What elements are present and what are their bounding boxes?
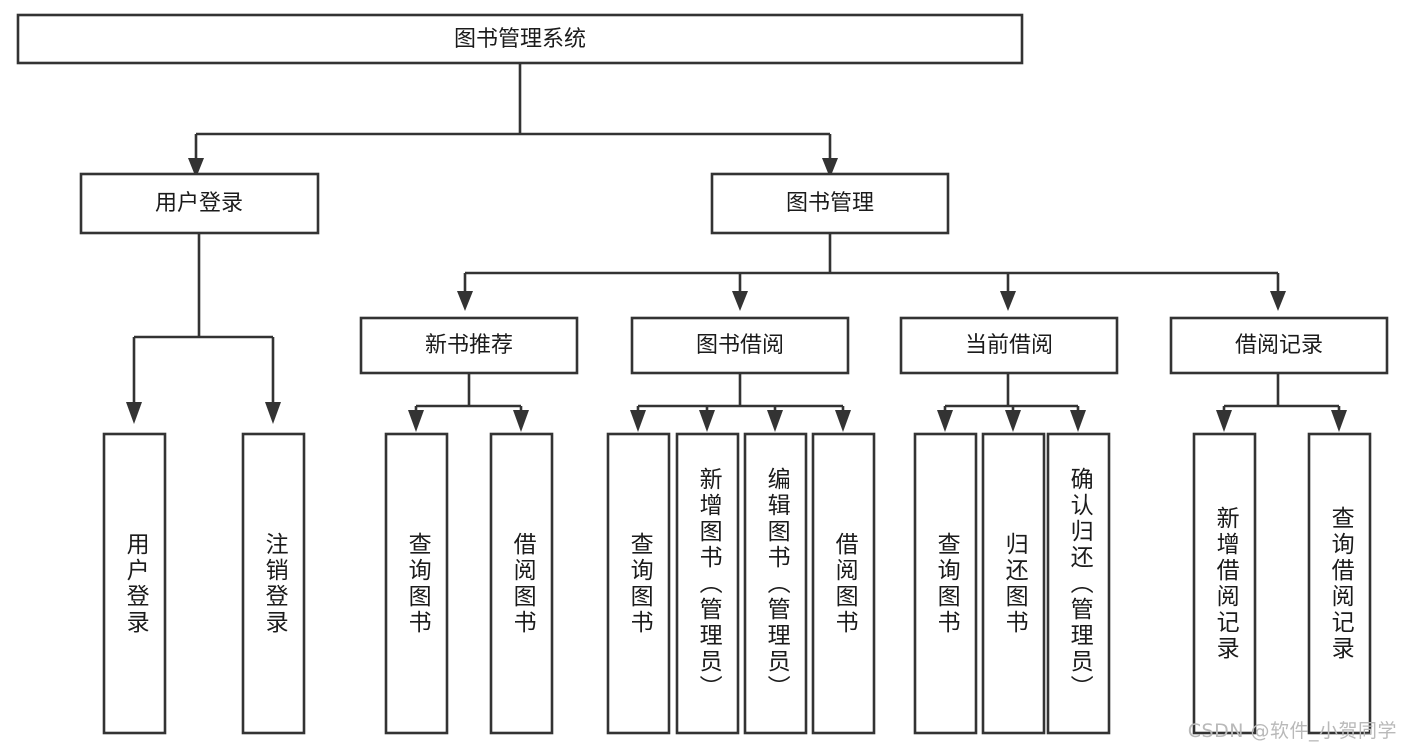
node-root-label: 图书管理系统 (454, 27, 586, 52)
arrow-head-icon (767, 410, 783, 432)
node-leaf-edit-book-box[interactable] (743, 432, 808, 735)
node-leaf-add-record[interactable] (1192, 432, 1257, 735)
arrow-head-icon (1270, 291, 1286, 311)
node-leaf-query-book-3[interactable] (913, 432, 978, 735)
node-leaf-user-logout[interactable] (241, 432, 306, 735)
node-current-borrow[interactable]: 当前借阅 (899, 316, 1119, 375)
node-user-login-box[interactable] (79, 172, 320, 235)
arrow-head-icon (699, 410, 715, 432)
node-root[interactable]: 图书管理系统 (16, 13, 1024, 65)
node-leaf-confirm-return-box[interactable] (1046, 432, 1111, 735)
arrow-head-icon (1216, 410, 1232, 432)
node-current-borrow-label: 当前借阅 (965, 333, 1053, 358)
arrow-head-icon (188, 158, 204, 178)
arrow-head-icon (265, 402, 281, 424)
node-borrow-record[interactable]: 借阅记录 (1169, 316, 1389, 375)
node-book-management-box[interactable] (710, 172, 950, 235)
connector-userlogin-to-leaves (126, 233, 281, 424)
csdn-watermark: CSDN @软件_小贺同学 (1187, 720, 1397, 742)
node-book-borrow-label: 图书借阅 (696, 333, 784, 358)
node-borrow-record-label: 借阅记录 (1235, 333, 1323, 358)
node-book-borrow-box[interactable] (630, 316, 850, 375)
node-new-book-recommend-box[interactable] (359, 316, 579, 375)
node-current-borrow-box[interactable] (899, 316, 1119, 375)
node-new-book-recommend-label: 新书推荐 (425, 333, 513, 358)
node-leaf-user-logout-box[interactable] (241, 432, 306, 735)
node-leaf-query-book-1[interactable] (384, 432, 449, 735)
node-book-management-label: 图书管理 (786, 191, 874, 216)
arrow-head-icon (1331, 410, 1347, 432)
connector-currentborrow-to-leaves (937, 373, 1086, 432)
node-book-borrow[interactable]: 图书借阅 (630, 316, 850, 375)
arrow-head-icon (513, 410, 529, 432)
node-leaf-borrow-book-1[interactable] (489, 432, 554, 735)
node-leaf-query-record-box[interactable] (1307, 432, 1372, 735)
node-borrow-record-box[interactable] (1169, 316, 1389, 375)
arrow-head-icon (835, 410, 851, 432)
connector-root-to-level2 (188, 63, 838, 178)
node-user-login-label: 用户登录 (155, 191, 243, 216)
arrow-head-icon (408, 410, 424, 432)
node-leaf-edit-book[interactable] (743, 432, 808, 735)
connector-bookborrow-to-leaves (630, 373, 851, 432)
node-leaf-query-book-2[interactable] (606, 432, 671, 735)
arrow-head-icon (732, 291, 748, 311)
node-leaf-borrow-book-2-box[interactable] (811, 432, 876, 735)
node-leaf-query-book-3-box[interactable] (913, 432, 978, 735)
arrow-head-icon (1005, 410, 1021, 432)
arrow-head-icon (1000, 291, 1016, 311)
arrow-head-icon (937, 410, 953, 432)
node-leaf-query-record[interactable] (1307, 432, 1372, 735)
arrow-head-icon (126, 402, 142, 424)
node-leaf-borrow-book-1-box[interactable] (489, 432, 554, 735)
arrow-head-icon (822, 158, 838, 178)
node-leaf-add-book[interactable] (675, 432, 740, 735)
node-root-box[interactable] (16, 13, 1024, 65)
node-user-login[interactable]: 用户登录 (79, 172, 320, 235)
connector-bookmgmt-to-level3 (457, 233, 1286, 311)
arrow-head-icon (1070, 410, 1086, 432)
node-leaf-query-book-2-box[interactable] (606, 432, 671, 735)
connector-borrowrecord-to-leaves (1216, 373, 1347, 432)
node-leaf-user-login[interactable] (102, 432, 167, 735)
node-leaf-query-book-1-box[interactable] (384, 432, 449, 735)
node-leaf-return-book[interactable] (981, 432, 1046, 735)
connector-newbook-to-leaves (408, 373, 529, 432)
node-leaf-borrow-book-2[interactable] (811, 432, 876, 735)
node-leaf-add-record-box[interactable] (1192, 432, 1257, 735)
node-leaf-add-book-box[interactable] (675, 432, 740, 735)
arrow-head-icon (630, 410, 646, 432)
node-leaf-return-book-box[interactable] (981, 432, 1046, 735)
node-leaf-confirm-return[interactable] (1046, 432, 1111, 735)
node-new-book-recommend[interactable]: 新书推荐 (359, 316, 579, 375)
node-leaf-user-login-box[interactable] (102, 432, 167, 735)
node-book-management[interactable]: 图书管理 (710, 172, 950, 235)
arrow-head-icon (457, 291, 473, 311)
